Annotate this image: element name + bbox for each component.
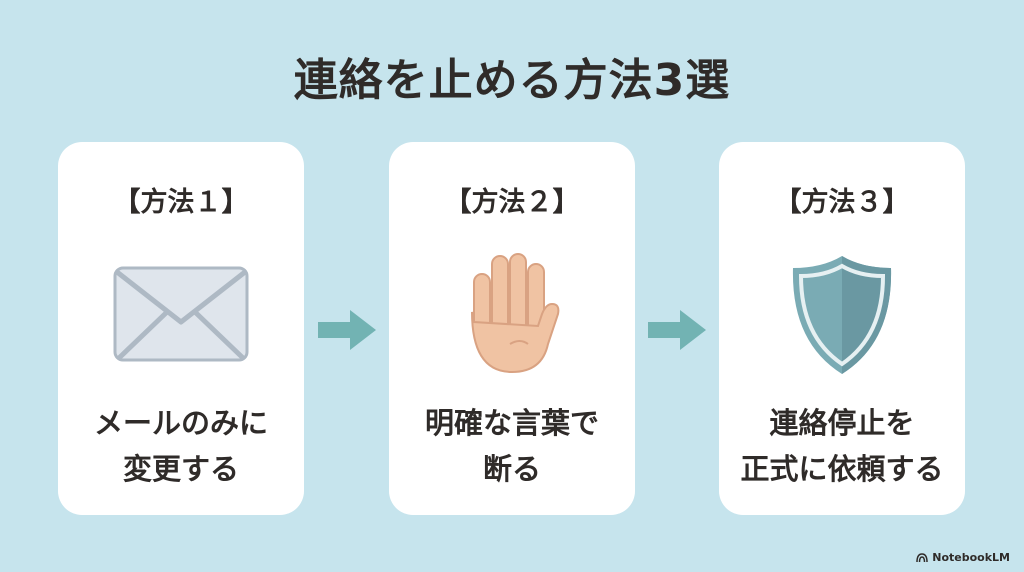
notebooklm-logo-icon: [916, 553, 928, 562]
arrow-right-icon: [648, 310, 706, 350]
step-text-line: 明確な言葉で: [424, 406, 599, 440]
step-header: 【方法２】: [444, 187, 580, 218]
page-title: 連絡を止める方法3選: [293, 55, 731, 106]
step-card-1: 【方法１】 メールのみに 変更する: [58, 142, 304, 515]
step-header: 【方法３】: [774, 187, 910, 218]
brand-label: NotebookLM: [932, 551, 1010, 564]
arrow-right-icon: [318, 310, 376, 350]
shield-icon: [719, 254, 965, 374]
step-card-3: 【方法３】 連絡停止を 正式に依頼する: [719, 142, 965, 515]
step-card-2: 【方法２】 明確な言葉で 断る: [389, 142, 635, 515]
step-header: 【方法１】: [113, 187, 249, 218]
step-text-line: 断る: [482, 452, 541, 486]
step-text-line: 連絡停止を: [769, 406, 915, 440]
step-text-line: 変更する: [122, 452, 239, 486]
raised-hand-icon: [389, 253, 635, 374]
brand-watermark: NotebookLM: [916, 551, 1010, 564]
step-text-line: 正式に依頼する: [740, 452, 944, 486]
step-text-line: メールのみに: [93, 406, 268, 440]
envelope-icon: [58, 254, 304, 374]
